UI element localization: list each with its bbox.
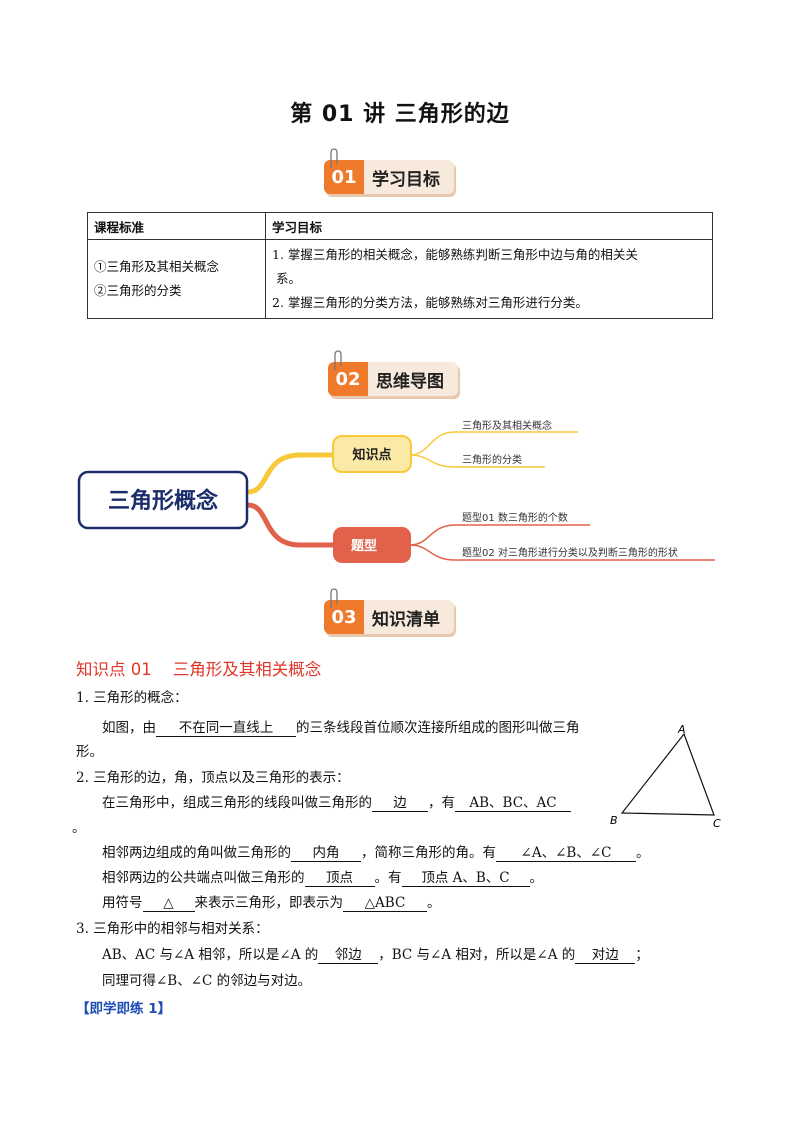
paragraph-line: 同理可得∠B、∠C 的邻边与对边。	[102, 973, 312, 989]
text: 相邻两边组成的角叫做三角形的	[102, 845, 291, 861]
badge-number: 01	[324, 160, 364, 194]
answer-blank: 邻边	[318, 947, 379, 964]
text: 。	[529, 870, 544, 886]
text: 在三角形中，组成三角形的线段叫做三角形的	[102, 795, 372, 811]
practice-heading: 【即学即练 1】	[76, 1001, 172, 1017]
paragraph-line: 相邻两边组成的角叫做三角形的内角，简称三角形的角。有∠A、∠B、∠C。	[102, 843, 650, 863]
mindmap-leaf: 题型01 数三角形的个数	[462, 511, 568, 524]
answer-blank: △ABC	[343, 895, 427, 912]
badge-label: 知识清单	[372, 609, 440, 630]
answer-blank: 顶点	[304, 870, 375, 887]
column-header: 课程标准	[87, 212, 266, 240]
paragraph-line: 。	[72, 820, 86, 836]
text: 。	[427, 895, 441, 911]
mindmap-leaf: 题型02 对三角形进行分类以及判断三角形的形状	[462, 546, 678, 559]
paragraph-title: 1. 三角形的概念：	[76, 690, 188, 706]
table-row: ①三角形及其相关概念 ②三角形的分类 1. 掌握三角形的相关概念，能够熟练判断三…	[87, 239, 713, 319]
page-title: 第 01 讲 三角形的边	[290, 102, 510, 127]
badge-number: 03	[324, 600, 364, 634]
text: 用符号	[102, 895, 143, 911]
objective-item: 2. 掌握三角形的分类方法，能够熟练对三角形进行分类。	[272, 295, 588, 310]
vertex-label-c: C	[713, 817, 721, 830]
vertex-label-b: B	[610, 814, 618, 827]
paragraph-line: 如图，由不在同一直线上的三条线段首位顺次连接所组成的图形叫做三角	[102, 718, 580, 738]
paragraph-line: 形。	[76, 744, 103, 760]
text: AB、AC 与∠A 相邻，所以是∠A 的	[102, 947, 319, 963]
paragraph-line: 用符号△来表示三角形，即表示为△ABC。	[102, 893, 441, 913]
mindmap-branch-label: 题型	[351, 538, 377, 554]
column-header: 学习目标	[265, 212, 713, 240]
text: 如图，由	[102, 720, 156, 736]
mindmap-branch-label: 知识点	[352, 447, 391, 463]
answer-blank: 内角	[291, 845, 361, 862]
objective-item: 1. 掌握三角形的相关概念，能够熟练判断三角形中边与角的相关关	[272, 247, 638, 262]
paragraph-title: 2. 三角形的边，角，顶点以及三角形的表示：	[76, 770, 350, 786]
mindmap-leaf: 三角形的分类	[462, 453, 522, 466]
paperclip-icon	[330, 148, 338, 168]
answer-blank: 对边	[575, 947, 636, 964]
section-heading: 知识点 01 三角形及其相关概念	[76, 660, 322, 679]
text: 的三条线段首位顺次连接所组成的图形叫做三角	[296, 720, 580, 736]
table-header-row: 课程标准 学习目标	[87, 212, 713, 240]
answer-blank: ∠A、∠B、∠C	[496, 845, 636, 862]
paperclip-icon	[330, 588, 338, 608]
paragraph-line: AB、AC 与∠A 相邻，所以是∠A 的邻边，BC 与∠A 相对，所以是∠A 的…	[102, 945, 649, 965]
mindmap-root-label: 三角形概念	[108, 488, 218, 514]
text: 。有	[374, 870, 402, 886]
mindmap-leaf: 三角形及其相关概念	[462, 419, 552, 432]
goals-table: 课程标准 学习目标 ①三角形及其相关概念 ②三角形的分类 1. 掌握三角形的相关…	[87, 212, 713, 319]
paragraph-title: 3. 三角形中的相邻与相对关系：	[76, 921, 269, 937]
objectives-cell: 1. 掌握三角形的相关概念，能够熟练判断三角形中边与角的相关关 系。 2. 掌握…	[265, 239, 713, 319]
standard-item: ②三角形的分类	[94, 283, 182, 298]
vertex-label-a: A	[677, 723, 686, 736]
answer-blank: △	[142, 895, 195, 912]
section-badge-mindmap: 02 思维导图	[328, 350, 458, 396]
mindmap-branch-types: 题型	[333, 527, 411, 563]
badge-label: 思维导图	[376, 371, 444, 392]
text: ，BC 与∠A 相对，所以是∠A 的	[378, 947, 576, 963]
mind-map: 三角形概念 知识点 题型 三角形及其相关概念 三角形的分类 题型01 数三角形的…	[77, 419, 715, 563]
answer-blank: 边	[372, 795, 428, 812]
answer-blank: AB、BC、AC	[455, 795, 571, 812]
paperclip-icon	[334, 350, 342, 370]
paragraph-line: 相邻两边的公共端点叫做三角形的顶点。有顶点 A、B、C。	[102, 868, 543, 888]
standards-cell: ①三角形及其相关概念 ②三角形的分类	[87, 239, 266, 319]
text: 来表示三角形，即表示为	[194, 895, 344, 911]
objective-item: 系。	[276, 271, 302, 286]
section-badge-goals: 01 学习目标	[324, 148, 454, 194]
text: 。	[636, 845, 650, 861]
answer-blank: 顶点 A、B、C	[401, 870, 530, 887]
triangle-figure: A B C	[610, 723, 721, 830]
mindmap-branch-knowledge: 知识点	[332, 435, 412, 473]
text: ，有	[428, 795, 455, 811]
text: 相邻两边的公共端点叫做三角形的	[102, 870, 305, 886]
answer-blank: 不在同一直线上	[156, 720, 296, 737]
badge-label: 学习目标	[372, 169, 440, 190]
section-badge-knowledge: 03 知识清单	[324, 588, 454, 634]
text: ，简称三角形的角。有	[361, 845, 496, 861]
mindmap-root: 三角形概念	[77, 470, 249, 530]
text: ；	[635, 947, 649, 963]
standard-item: ①三角形及其相关概念	[94, 259, 220, 274]
